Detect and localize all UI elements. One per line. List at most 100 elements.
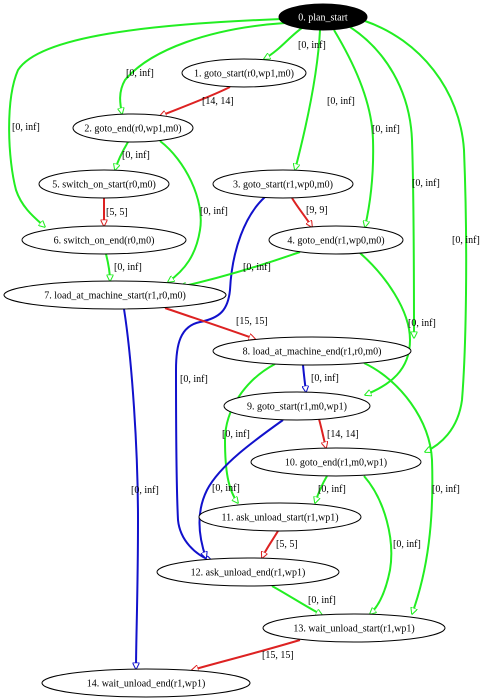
node-label-n0: 0. plan_start xyxy=(298,13,348,24)
node-n13[interactable]: 13. wait_unload_start(r1,wp1) xyxy=(262,613,446,643)
node-shape-n5 xyxy=(38,169,170,199)
node-label-n14: 14. wait_unload_end(r1,wp1) xyxy=(87,679,206,690)
edge-label-n9-n10: [14, 14] xyxy=(327,429,359,440)
node-shape-n0 xyxy=(278,3,368,31)
edge-n4-n9 xyxy=(359,252,412,395)
node-shape-n13 xyxy=(262,613,446,643)
node-n11[interactable]: 11. ask_unload_start(r1,wp1) xyxy=(198,502,362,532)
node-n9[interactable]: 9. goto_start(r1,m0,wp1) xyxy=(223,391,371,421)
edge-n3-n4 xyxy=(291,197,312,227)
edge-labels-layer: [0, inf] [0, inf] [0, inf] [0, inf] [0, inf]… xyxy=(12,40,480,661)
node-label-n6: 6. switch_on_end(r0,m0) xyxy=(54,236,155,247)
node-n6[interactable]: 6. switch_on_end(r0,m0) xyxy=(21,225,187,255)
edge-n12-n13 xyxy=(271,585,322,616)
edge-n0-n6 xyxy=(8,18,283,227)
node-label-n7: 7. load_at_machine_start(r1,r0,m0) xyxy=(44,291,186,302)
node-label-n9: 9. goto_start(r1,m0,wp1) xyxy=(247,402,347,413)
edge-n13-n14 xyxy=(192,639,301,670)
node-shape-n6 xyxy=(21,225,187,255)
edge-label-n0-n10: [0, inf] xyxy=(452,235,480,246)
edge-label-n1-n2: [14, 14] xyxy=(202,96,234,107)
edge-label-n0-n6: [0, inf] xyxy=(12,122,40,133)
node-shape-n1 xyxy=(181,58,307,88)
edge-label-n7-n14: [0, inf] xyxy=(131,485,159,496)
edge-label-n10-n11: [0, inf] xyxy=(318,484,346,495)
edge-label-n0-n2: [0, inf] xyxy=(126,68,154,79)
node-n4[interactable]: 4. goto_end(r1,wp0,m0) xyxy=(268,225,404,255)
edge-n0-n4 xyxy=(333,29,375,227)
node-label-n3: 3. goto_start(r1,wp0,m0) xyxy=(233,180,333,191)
node-n2[interactable]: 2. goto_end(r0,wp1,m0) xyxy=(72,113,194,143)
edges-layer xyxy=(8,18,468,670)
edge-label-n13-n14: [15, 15] xyxy=(262,650,294,661)
node-n8[interactable]: 8. load_at_machine_end(r1,r0,m0) xyxy=(212,336,412,366)
edge-n1-n2 xyxy=(160,86,231,116)
edge-n8-n13 xyxy=(363,362,434,614)
node-n10[interactable]: 10. goto_end(r1,m0,wp1) xyxy=(250,447,422,477)
node-label-n1: 1. goto_start(r0,wp1,m0) xyxy=(194,69,294,80)
edge-label-n5-n6: [5, 5] xyxy=(106,207,128,218)
edge-n9-n12 xyxy=(198,419,284,558)
node-shape-n12 xyxy=(156,557,340,587)
node-label-n5: 5. switch_on_start(r0,m0) xyxy=(52,180,156,191)
node-shape-n3 xyxy=(212,169,354,199)
edge-label-n7-n8: [15, 15] xyxy=(236,316,268,327)
edge-label-n2-n5: [0, inf] xyxy=(122,150,150,161)
node-label-n8: 8. load_at_machine_end(r1,r0,m0) xyxy=(243,347,382,358)
node-shape-n2 xyxy=(72,113,194,143)
edge-n2-n5 xyxy=(115,141,129,170)
edge-n0-n1 xyxy=(264,27,303,59)
edge-label-n12-n13: [0, inf] xyxy=(308,595,336,606)
edge-n10-n11 xyxy=(315,475,328,503)
edge-label-n0-n1: [0, inf] xyxy=(298,40,326,51)
edge-label-n0-n3: [0, inf] xyxy=(327,96,355,107)
node-label-n10: 10. goto_end(r1,m0,wp1) xyxy=(285,458,387,469)
node-label-n12: 12. ask_unload_end(r1,wp1) xyxy=(191,568,306,579)
edge-n8-n9 xyxy=(303,364,306,392)
node-n7[interactable]: 7. load_at_machine_start(r1,r0,m0) xyxy=(3,280,227,310)
edge-n6-n7 xyxy=(105,253,110,281)
edge-n0-n3 xyxy=(295,29,321,170)
edge-n0-n10 xyxy=(364,20,468,452)
node-n12[interactable]: 12. ask_unload_end(r1,wp1) xyxy=(156,557,340,587)
edge-n0-n8 xyxy=(349,26,414,338)
node-label-n4: 4. goto_end(r1,wp0,m0) xyxy=(287,236,384,247)
edge-n7-n14 xyxy=(123,308,138,669)
node-label-n2: 2. goto_end(r0,wp1,m0) xyxy=(84,124,181,135)
node-n1[interactable]: 1. goto_start(r0,wp1,m0) xyxy=(181,58,307,88)
edge-label-n0-n4: [0, inf] xyxy=(372,124,400,135)
node-shape-n10 xyxy=(250,447,422,477)
edge-n0-n2 xyxy=(120,22,286,114)
edge-n11-n12 xyxy=(262,530,279,558)
node-label-n13: 13. wait_unload_start(r1,wp1) xyxy=(293,624,414,635)
node-shape-n7 xyxy=(3,280,227,310)
node-shape-n9 xyxy=(223,391,371,421)
node-shape-n8 xyxy=(212,336,412,366)
edge-label-n3-n12: [0, inf] xyxy=(180,374,208,385)
edge-label-n2-n7: [0, inf] xyxy=(200,206,228,217)
node-n14[interactable]: 14. wait_unload_end(r1,wp1) xyxy=(41,668,251,698)
edge-label-n10-n13: [0, inf] xyxy=(393,539,421,550)
edge-n9-n10 xyxy=(318,418,326,448)
edge-n10-n13 xyxy=(363,475,393,614)
nodes-layer: 0. plan_start 1. goto_start(r0,wp1,m0) 2. … xyxy=(3,3,446,698)
edge-label-n11-n12: [5, 5] xyxy=(276,539,298,550)
edge-n8-n11 xyxy=(223,363,276,503)
edge-label-n4-n9: [0, inf] xyxy=(408,318,436,329)
node-n5[interactable]: 5. switch_on_start(r0,m0) xyxy=(38,169,170,199)
edge-n3-n12 xyxy=(174,196,266,561)
edge-n7-n8 xyxy=(164,307,255,339)
node-n3[interactable]: 3. goto_start(r1,wp0,m0) xyxy=(212,169,354,199)
node-shape-n4 xyxy=(268,225,404,255)
node-label-n11: 11. ask_unload_start(r1,wp1) xyxy=(221,513,338,524)
node-n0[interactable]: 0. plan_start xyxy=(278,3,368,31)
edge-n4-n7 xyxy=(180,251,301,287)
edge-label-n8-n13: [0, inf] xyxy=(432,484,460,495)
edge-label-n3-n4: [9, 9] xyxy=(306,205,328,216)
edge-label-n6-n7: [0, inf] xyxy=(114,262,142,273)
edge-label-n8-n11: [0, inf] xyxy=(222,429,250,440)
edge-label-n8-n9: [0, inf] xyxy=(311,373,339,384)
node-shape-n14 xyxy=(41,668,251,698)
edge-n2-n7 xyxy=(159,140,202,282)
